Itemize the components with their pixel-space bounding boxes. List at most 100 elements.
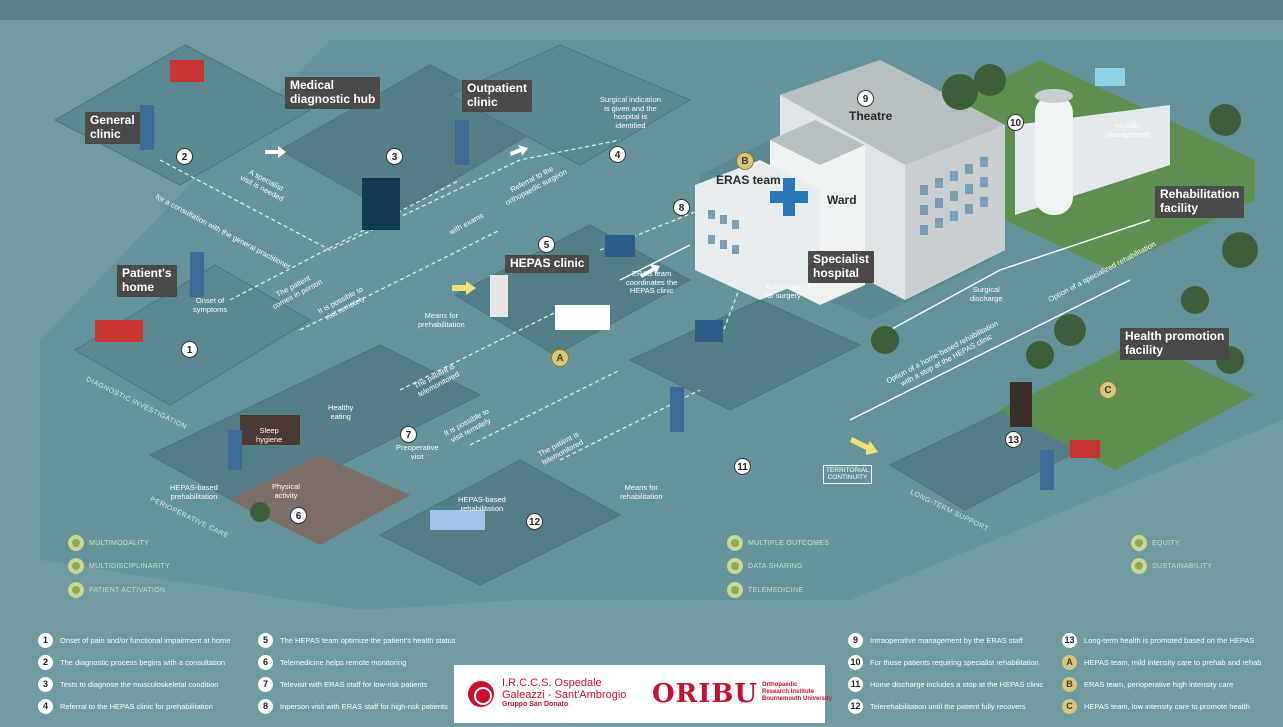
factor-label: MULTIMODALITY bbox=[89, 539, 150, 547]
label-health-promotion: Health promotion facility bbox=[1120, 328, 1230, 360]
legend-text: Inperson visit with ERAS staff for high-… bbox=[280, 702, 448, 711]
legend-key: 8 bbox=[258, 699, 273, 714]
furniture bbox=[95, 60, 1100, 530]
note-territorial: TERRITORIAL CONTINUITY bbox=[823, 465, 872, 484]
legend-text: Onset of pain and/or functional impairme… bbox=[60, 636, 231, 645]
legend-item-11: 11 Home discharge includes a stop at the … bbox=[848, 677, 1043, 692]
note-means-prehab: Means for prehabilitation bbox=[418, 311, 465, 329]
legend-item-2: 2 The diagnostic process begins with a co… bbox=[38, 655, 225, 670]
telemedicine-icon bbox=[727, 582, 743, 598]
legend-text: Televisit with ERAS staff for low-risk p… bbox=[280, 680, 428, 689]
legend-key: A bbox=[1062, 655, 1077, 670]
marker-3: 3 bbox=[386, 148, 403, 165]
note-sleep-hygiene: Sleep hygiene bbox=[256, 426, 283, 444]
legend-key: 2 bbox=[38, 655, 53, 670]
label-medical-hub: Medical diagnostic hub bbox=[285, 77, 381, 109]
platform-general-clinic bbox=[53, 44, 312, 186]
patient-activation-icon bbox=[68, 582, 84, 598]
marker-c: C bbox=[1099, 381, 1117, 399]
factor-multimodality: MULTIMODALITY bbox=[68, 535, 149, 551]
marker-9: 9 bbox=[857, 90, 874, 107]
factor-sustainability: SUSTAINABILITY bbox=[1131, 558, 1212, 574]
marker-5: 5 bbox=[538, 236, 555, 253]
note-surgical-discharge: Surgical discharge bbox=[970, 285, 1003, 303]
note-surgical-indication: Surgical indication is given and the hos… bbox=[600, 95, 661, 130]
platform-physical-activity bbox=[230, 455, 410, 545]
legend-text: The diagnostic process begins with a con… bbox=[60, 658, 226, 667]
label-general-clinic: General clinic bbox=[85, 112, 140, 144]
ospedale-logo-text: I.R.C.C.S. Ospedale Galeazzi - Sant'Ambr… bbox=[502, 677, 626, 709]
note-healthy-eating: Healthy eating bbox=[328, 403, 354, 421]
label-ward: Ward bbox=[827, 193, 857, 207]
legend-text: Intraoperative management by the ERAS st… bbox=[870, 636, 1023, 645]
factor-label: TELEMEDICINE bbox=[748, 586, 804, 594]
legend-key: 11 bbox=[848, 677, 863, 692]
legend-text: Telemedicine helps remote monitoring bbox=[280, 658, 407, 667]
legend-key: 10 bbox=[848, 655, 863, 670]
legend-key: 4 bbox=[38, 699, 53, 714]
marker-11: 11 bbox=[734, 458, 751, 475]
legend-key: 9 bbox=[848, 633, 863, 648]
marker-b: B bbox=[736, 152, 754, 170]
legend-text: Long-term health is promoted based on th… bbox=[1084, 636, 1255, 645]
label-hepas-clinic: HEPAS clinic bbox=[505, 255, 590, 273]
marker-2: 2 bbox=[176, 148, 193, 165]
platform-health-promotion bbox=[1000, 340, 1255, 470]
legend-key: 5 bbox=[258, 633, 273, 648]
marker-13: 13 bbox=[1005, 431, 1022, 448]
legend-item-9: 9 Intraoperative management by the ERAS s… bbox=[848, 633, 1023, 648]
label-patients-home: Patient's home bbox=[117, 265, 177, 297]
factor-label: MULTIDISCIPLINARITY bbox=[89, 562, 171, 570]
factor-patient-activation: PATIENT ACTIVATION bbox=[68, 582, 165, 598]
platform-rehab-home bbox=[378, 459, 622, 586]
legend-key: 13 bbox=[1062, 633, 1077, 648]
marker-12: 12 bbox=[526, 513, 543, 530]
note-eras-coordinates: ERAS team coordinates the HEPAS clinic bbox=[626, 269, 678, 296]
platform-outpatient bbox=[448, 44, 692, 166]
data-sharing-icon bbox=[727, 558, 743, 574]
legend-text: For those patients requiring specialist … bbox=[870, 658, 1039, 667]
logo-panel: I.R.C.C.S. Ospedale Galeazzi - Sant'Ambr… bbox=[454, 665, 832, 723]
yellow-arrows bbox=[452, 281, 878, 455]
note-preoperative: Preoperative visit bbox=[396, 443, 439, 461]
doors bbox=[140, 105, 1054, 490]
note-onset: Onset of symptoms bbox=[193, 296, 228, 314]
factor-multidisciplinarity: MULTIDISCIPLINARITY bbox=[68, 558, 170, 574]
note-admission: Admission for surgery bbox=[765, 282, 801, 300]
rehab-building bbox=[1015, 68, 1170, 215]
factor-label: PATIENT ACTIVATION bbox=[89, 586, 166, 594]
trees bbox=[250, 64, 1258, 522]
solid-routes bbox=[619, 219, 1151, 421]
marker-a: A bbox=[551, 349, 569, 367]
marker-7: 7 bbox=[400, 426, 417, 443]
marker-8: 8 bbox=[673, 199, 690, 216]
legend-text: Home discharge includes a stop at the HE… bbox=[870, 680, 1044, 689]
label-theatre: Theatre bbox=[849, 109, 893, 123]
label-outpatient: Outpatient clinic bbox=[462, 80, 532, 112]
legend-text: The HEPAS team optimize the patient's he… bbox=[280, 636, 456, 645]
legend-key: 3 bbox=[38, 677, 53, 692]
note-hepas-rehab: HEPAS-based rehabilitation bbox=[458, 495, 506, 513]
legend-key: B bbox=[1062, 677, 1077, 692]
factor-label: MULTIPLE OUTCOMES bbox=[748, 539, 830, 547]
legend-item-8: 8 Inperson visit with ERAS staff for high… bbox=[258, 699, 448, 714]
legend-item-b: B ERAS team, perioperative high intensity… bbox=[1062, 677, 1233, 692]
legend-item-5: 5 The HEPAS team optimize the patient's h… bbox=[258, 633, 456, 648]
legend-item-13: 13 Long-term health is promoted based on … bbox=[1062, 633, 1254, 648]
multidisciplinarity-icon bbox=[68, 558, 84, 574]
legend-text: ERAS team, perioperative high intensity … bbox=[1084, 680, 1234, 689]
multimodality-icon bbox=[68, 535, 84, 551]
legend-key: 1 bbox=[38, 633, 53, 648]
oribu-subtitle: Orthopaedic Research Institute Bournemou… bbox=[762, 682, 833, 702]
legend-key: 12 bbox=[848, 699, 863, 714]
top-band bbox=[0, 0, 1283, 20]
factor-label: SUSTAINABILITY bbox=[1152, 562, 1213, 570]
equity-icon bbox=[1131, 535, 1147, 551]
